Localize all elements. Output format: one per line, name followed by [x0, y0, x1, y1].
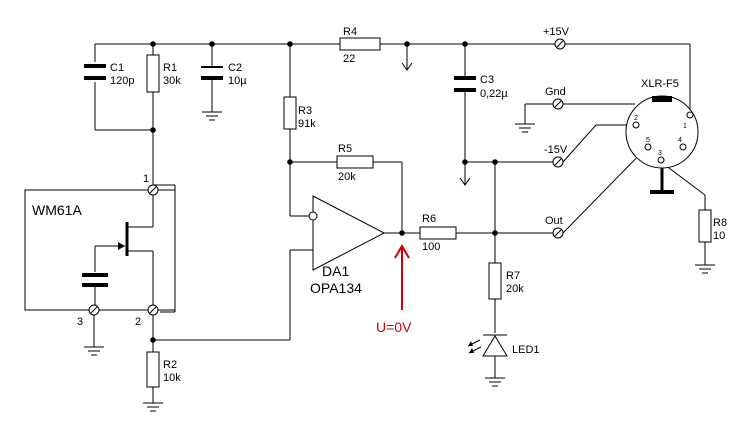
xlr-pin-1: [686, 111, 694, 119]
r8-ref: R8: [713, 217, 727, 229]
r6-value: 100: [422, 241, 440, 253]
xlr-pin-2: [632, 121, 640, 129]
resistor-r3: R3 91k: [283, 96, 316, 130]
junction-dots: [150, 41, 498, 343]
resistor-r7: R7 20k: [488, 262, 524, 300]
c3-ref: C3: [480, 74, 494, 86]
c3-value: 0,22µ: [480, 88, 508, 100]
r5-value: 20k: [338, 171, 356, 183]
led1-ref: LED1: [512, 344, 540, 356]
r4-ref: R4: [343, 26, 357, 38]
mic-pin-3: 3: [77, 304, 100, 328]
r5-ref: R5: [338, 143, 352, 155]
led-led1: LED1: [467, 334, 540, 357]
resistor-r2: R2 10k: [146, 351, 181, 388]
terminal-plus15v-label: +15V: [543, 26, 570, 38]
capacitor-c2: C2 10µ: [201, 62, 247, 87]
da1-value: OPA134: [310, 280, 362, 296]
da1-ref: DA1: [322, 263, 349, 279]
mic-ref: WM61A: [32, 202, 82, 218]
terminal-out: Out: [545, 215, 564, 239]
xlr-pin-2-label: 2: [634, 115, 638, 122]
r6-ref: R6: [422, 213, 436, 225]
r4-value: 22: [343, 53, 355, 65]
wires: [84, 43, 715, 412]
mic-pin-2-label: 2: [135, 316, 141, 328]
xlr-pin-3: [657, 156, 665, 164]
opamp-da1: DA1 OPA134: [308, 195, 386, 296]
r1-ref: R1: [163, 62, 177, 74]
r7-value: 20k: [506, 283, 524, 295]
xlr-pin-4-label: 4: [678, 137, 682, 144]
resistor-r5: R5 20k: [336, 143, 374, 183]
r3-value: 91k: [298, 118, 316, 130]
mic-pin-1-label: 1: [143, 173, 149, 185]
c1-ref: C1: [110, 62, 124, 74]
connector-xlr-f5: XLR-F5 1 2 3 4 5: [625, 78, 699, 194]
r1-value: 30k: [163, 75, 181, 87]
c2-value: 10µ: [228, 75, 247, 87]
annotation-text: U=0V: [376, 319, 412, 335]
terminal-minus15v: -15V: [544, 144, 568, 168]
c1-value: 120p: [110, 75, 134, 87]
terminal-out-label: Out: [545, 215, 563, 227]
mic-pin-3-label: 3: [77, 316, 83, 328]
c2-ref: C2: [228, 62, 242, 74]
xlr-pin-5: [644, 143, 652, 151]
r3-ref: R3: [298, 105, 312, 117]
resistor-r1: R1 30k: [146, 54, 181, 93]
resistor-r8: R8 10: [698, 209, 727, 243]
r8-value: 10: [713, 230, 725, 242]
xlr-ref: XLR-F5: [641, 78, 679, 90]
supply-arrow: [459, 162, 471, 186]
supply-arrow: [401, 44, 413, 71]
resistor-r4: R4 22: [339, 26, 381, 65]
r2-ref: R2: [163, 359, 177, 371]
r7-ref: R7: [506, 270, 520, 282]
terminal-gnd-label: Gnd: [545, 86, 566, 98]
mic-pin-2: 2: [135, 304, 159, 328]
xlr-pin-4: [679, 143, 687, 151]
capacitor-c1: C1 120p: [84, 62, 134, 87]
terminal-plus15v: +15V: [543, 26, 570, 50]
xlr-pin-3-label: 3: [658, 150, 662, 157]
r2-value: 10k: [163, 372, 181, 384]
xlr-pin-5-label: 5: [646, 137, 650, 144]
xlr-pin-1-label: 1: [683, 123, 687, 130]
terminal-minus15v-label: -15V: [544, 144, 568, 156]
capacitor-c3: C3 0,22µ: [454, 74, 508, 100]
microphone-wm61a: WM61A 1 2 3: [24, 173, 176, 328]
resistor-r6: R6 100: [419, 213, 457, 253]
mic-pin-1: 1: [143, 173, 159, 196]
voltage-annotation: U=0V: [376, 244, 412, 335]
terminal-gnd: Gnd: [545, 86, 566, 110]
